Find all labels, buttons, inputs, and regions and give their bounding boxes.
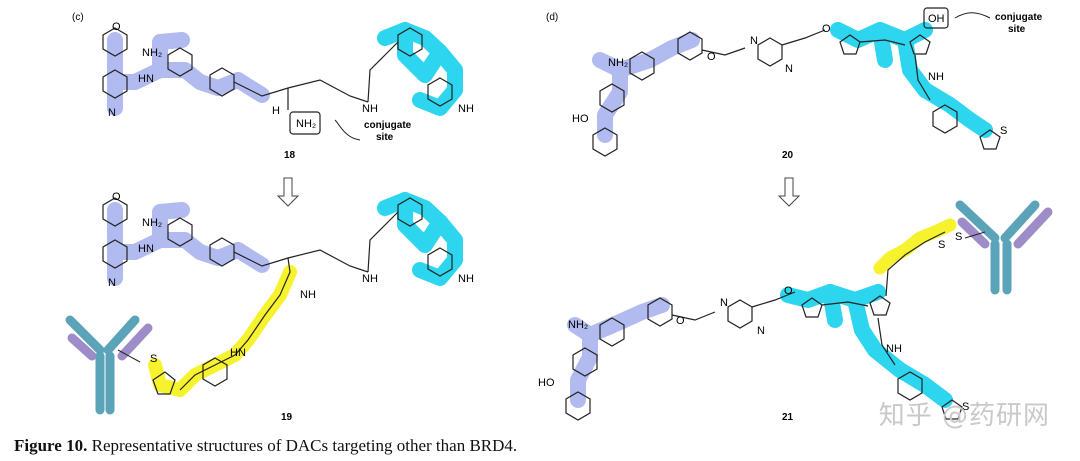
atom-s-19: S — [150, 353, 157, 365]
antibody-icon-c — [65, 315, 153, 415]
linker-highlight-19 — [148, 265, 297, 397]
reaction-arrow-c — [276, 177, 300, 207]
reaction-arrow-d — [777, 177, 801, 207]
conjugate-arrow-c — [334, 119, 361, 141]
antibody-icon-d — [955, 200, 1053, 295]
atom-ho-21: HO — [538, 377, 555, 389]
target-ligand-highlight-18 — [107, 32, 270, 116]
conjugate-label-c-1: conjugate — [364, 120, 412, 131]
caption-label: Figure 10. — [14, 436, 88, 455]
e3-ligand-highlight-21 — [780, 284, 953, 408]
watermark: 知乎 @药研网 — [878, 401, 1050, 431]
atom-n-20a: N — [750, 35, 758, 47]
atom-s-20: S — [1000, 125, 1007, 137]
linker-highlight-21 — [873, 218, 957, 275]
atom-o-20a: O — [707, 51, 716, 63]
conjugate-label-d-2: site — [1008, 24, 1026, 35]
atom-nh2-21: NH₂ — [568, 319, 588, 331]
target-ligand-highlight-20 — [592, 32, 700, 143]
atom-o-20b: O — [822, 23, 831, 35]
e3-ligand-highlight-18 — [377, 22, 463, 116]
conjugate-label-c-2: site — [376, 132, 394, 143]
atom-n-19a: N — [108, 277, 116, 289]
atom-o-21a: O — [676, 315, 685, 327]
atom-h-18: H — [272, 105, 280, 117]
compound-19-structure: NH₂ HN N O NH NH NH HN S — [102, 191, 474, 397]
atom-o-21b: O — [784, 285, 793, 297]
caption-text: Representative structures of DACs target… — [87, 436, 518, 455]
compound-label-19: 19 — [281, 412, 293, 423]
atom-hn-19: HN — [138, 243, 154, 255]
conjugate-site-box-d — [923, 7, 949, 29]
panel-label-c: (c) — [72, 12, 84, 23]
atom-hn-18: HN — [138, 73, 154, 85]
atom-nh-18b: NH — [458, 103, 474, 115]
atom-nh-19c: NH — [458, 273, 474, 285]
conjugate-site-box-c — [289, 111, 321, 135]
e3-ligand-highlight-20 — [830, 22, 993, 138]
compound-18-structure: NH₂ HN N O H NH NH — [102, 21, 474, 119]
compound-20-structure: NH₂ HO O N N O NH S — [572, 22, 1007, 157]
conjugate-arrow-d — [954, 12, 991, 19]
atom-nh-21: NH — [886, 343, 902, 355]
figure-caption: Figure 10. Representative structures of … — [14, 436, 517, 456]
atom-nh-19b: NH — [362, 273, 378, 285]
atom-nh2-18: NH₂ — [142, 47, 162, 59]
target-ligand-highlight-21 — [567, 297, 670, 408]
atom-s-21a: S — [938, 239, 945, 251]
atom-o-19a: O — [112, 191, 121, 203]
e3-ligand-highlight-19 — [377, 192, 463, 286]
atom-n-20b: N — [785, 63, 793, 75]
atom-s-21b: S — [955, 231, 962, 243]
atom-n-18a: N — [108, 107, 116, 119]
atom-nh-19a: NH — [300, 289, 316, 301]
atom-n-21b: N — [757, 325, 765, 337]
atom-n-21a: N — [720, 297, 728, 309]
atom-hn-19b: HN — [230, 347, 246, 359]
atom-nh2-20: NH₂ — [608, 57, 628, 69]
boxed-oh: OH — [928, 13, 945, 25]
atom-nh-20: NH — [928, 71, 944, 83]
boxed-nh2: NH₂ — [296, 118, 316, 130]
atom-o-18a: O — [112, 21, 121, 33]
compound-21-structure: NH₂ HO O N N O NH S S S — [538, 218, 969, 421]
compound-label-18: 18 — [284, 150, 296, 161]
atom-nh2-19: NH₂ — [142, 217, 162, 229]
compound-label-20: 20 — [782, 150, 794, 161]
atom-nh-18: NH — [362, 103, 378, 115]
atom-s-21c: S — [962, 401, 969, 413]
conjugate-label-d-1: conjugate — [995, 12, 1043, 23]
target-ligand-highlight-19 — [107, 202, 270, 286]
atom-ho-20: HO — [572, 113, 589, 125]
compound-label-21: 21 — [782, 412, 794, 423]
panel-label-d: (d) — [546, 12, 558, 23]
